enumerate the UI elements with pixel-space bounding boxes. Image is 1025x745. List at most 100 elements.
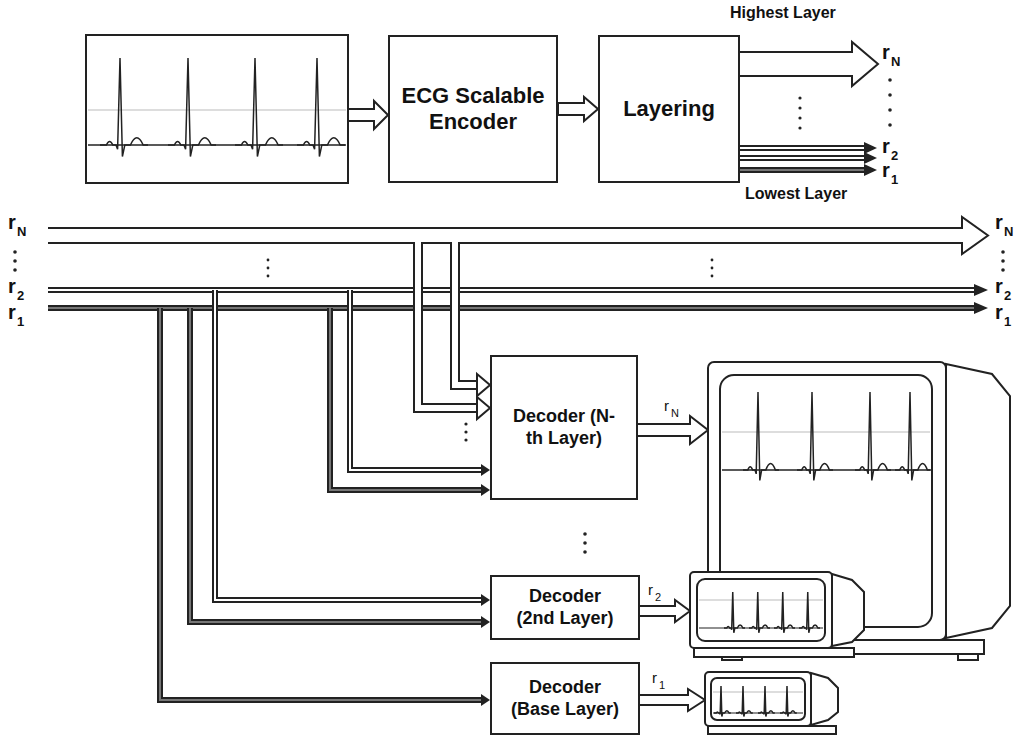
- box-text: Layering: [623, 96, 715, 122]
- arrow-head: [864, 164, 877, 176]
- ellipsis-dot: [711, 275, 714, 278]
- label-anchor: 2: [891, 149, 898, 162]
- label-anchor: r: [882, 136, 890, 156]
- label-anchor: 2: [655, 592, 661, 603]
- layer-line: [740, 155, 866, 161]
- subscript-index: 1: [659, 679, 665, 691]
- bus-drop: [160, 308, 483, 700]
- arrow-head: [477, 397, 490, 419]
- grid-line: [88, 110, 346, 111]
- ecg-beat: [736, 686, 753, 717]
- label-anchor: r: [882, 42, 890, 62]
- label-anchor: Lowest Layer: [745, 186, 847, 202]
- ellipsis-dot: [711, 267, 714, 270]
- ellipsis-dot: [888, 123, 892, 127]
- subscript-index: 2: [655, 591, 661, 603]
- rate-label: r: [664, 397, 669, 414]
- ellipsis-dot: [1001, 268, 1005, 272]
- arrow-head: [864, 152, 877, 164]
- layering-box: Layering: [598, 35, 740, 183]
- layer-label: Highest Layer: [730, 4, 836, 21]
- ellipsis-dot: [711, 259, 714, 262]
- arrow-head: [477, 374, 490, 396]
- ellipsis-dot: [583, 550, 587, 554]
- ecg-beat: [297, 58, 345, 157]
- arrow-head: [481, 484, 490, 496]
- label-anchor: 1: [1004, 315, 1011, 328]
- ellipsis-dot: [888, 93, 892, 97]
- arrow-head: [481, 694, 490, 706]
- ecg-beat: [855, 392, 891, 480]
- monitor-front: [690, 572, 832, 648]
- subscript-index: 2: [891, 148, 898, 163]
- encoder-box: ECG Scalable Encoder: [388, 35, 558, 183]
- ellipsis-dot: [1001, 250, 1005, 254]
- bus-line: [48, 287, 976, 293]
- ecg-beat: [774, 592, 795, 633]
- label-anchor: r: [8, 276, 16, 296]
- subscript-index: N: [671, 407, 679, 419]
- ellipsis-dot: [798, 106, 801, 109]
- ellipsis-dot: [798, 96, 801, 99]
- bus-drop: [455, 243, 479, 385]
- rate-label: r: [995, 275, 1003, 297]
- layer-label: Lowest Layer: [745, 185, 847, 202]
- rate-label: r: [995, 211, 1003, 233]
- ellipsis-dot: [888, 78, 892, 82]
- rate-label: r: [882, 135, 890, 157]
- arrow-head: [974, 284, 988, 296]
- subscript-index: N: [891, 54, 900, 69]
- label-anchor: r: [995, 276, 1003, 296]
- rate-label: r: [882, 159, 890, 181]
- output-arrow: [640, 689, 705, 711]
- rate-label: r: [8, 211, 16, 233]
- ecg-beat: [168, 58, 216, 157]
- ecg-beat: [895, 392, 931, 480]
- ellipsis-dot: [798, 116, 801, 119]
- monitor-side: [811, 673, 838, 725]
- label-anchor: N: [891, 55, 900, 68]
- bus-arrow: [48, 217, 988, 254]
- label-anchor: 1: [659, 680, 665, 691]
- arrow-head: [864, 142, 877, 154]
- output-arrow: [638, 416, 708, 444]
- label-anchor: r: [882, 160, 890, 180]
- bus-drop-inner: [160, 308, 483, 700]
- subscript-index: N: [1004, 224, 1013, 239]
- decoder-box: Decoder (2nd Layer): [490, 575, 640, 640]
- ecg-beat: [714, 686, 731, 717]
- ecg-frame: [86, 35, 348, 183]
- ellipsis-dot: [1001, 259, 1005, 263]
- subscript-index: 2: [17, 288, 24, 303]
- ecg-beat: [797, 392, 833, 480]
- monitor-foot: [958, 654, 978, 660]
- grid-line: [722, 432, 930, 433]
- box-text: Decoder (N-th Layer): [507, 406, 622, 449]
- rate-label: r: [8, 275, 16, 297]
- arrow-head: [481, 616, 490, 628]
- label-anchor: r: [8, 302, 16, 322]
- output-arrow: [640, 600, 690, 622]
- bus-drop: [215, 290, 483, 600]
- decoder-box: Decoder (N-th Layer): [490, 355, 638, 500]
- monitor-side: [832, 574, 864, 646]
- ecg-beat: [780, 686, 797, 717]
- decoder-box: Decoder (Base Layer): [490, 662, 640, 735]
- label-anchor: r: [995, 212, 1003, 232]
- label-anchor: r: [995, 302, 1003, 322]
- subscript-index: 1: [17, 314, 24, 329]
- subscript-index: 2: [1004, 288, 1011, 303]
- bus-drop-inner: [418, 238, 480, 408]
- ellipsis-dot: [13, 250, 17, 254]
- label-anchor: N: [17, 225, 26, 238]
- ecg-beat: [758, 686, 775, 717]
- bus-drop-inner: [350, 290, 483, 470]
- rate-label: r: [882, 41, 890, 63]
- ellipsis-dot: [464, 430, 467, 433]
- bus-drop-inner: [330, 308, 483, 490]
- monitor-side: [946, 364, 1010, 638]
- arrow-head: [481, 464, 490, 476]
- subscript-index: 1: [891, 172, 898, 187]
- ellipsis-dot: [583, 541, 587, 545]
- rate-label: r: [8, 301, 16, 323]
